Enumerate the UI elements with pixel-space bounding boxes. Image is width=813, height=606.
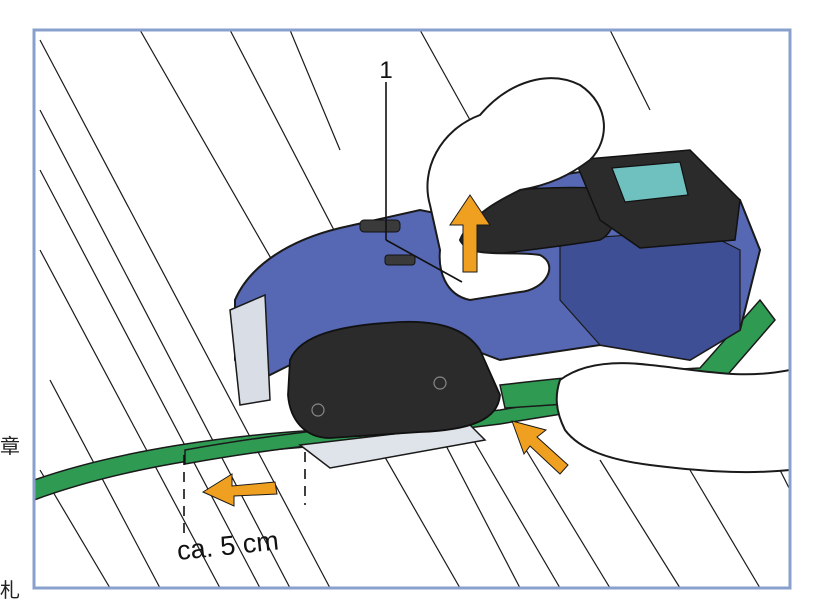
tool-front-face	[229, 293, 271, 406]
illustration-frame-border	[32, 28, 792, 590]
cover-screw	[433, 376, 447, 390]
glove-upper-hand	[426, 77, 605, 302]
up-arrow-icon	[449, 194, 491, 273]
tool-display-screen	[611, 161, 689, 203]
glove-lower-hand	[555, 362, 790, 474]
cover-screw	[311, 403, 325, 417]
callout-number-label: 1	[379, 57, 392, 84]
diagonal-arrow-icon	[511, 420, 569, 475]
callout-leader-line-angled	[385, 239, 463, 283]
tool-button-lower	[384, 254, 416, 266]
tool-button-top	[359, 219, 401, 233]
margin-char-bottom: 札	[0, 578, 20, 602]
tool-front-cover	[287, 320, 501, 439]
surface-lines	[39, 30, 790, 588]
left-arrow-icon	[201, 473, 278, 507]
margin-char-top: 章	[0, 434, 20, 458]
